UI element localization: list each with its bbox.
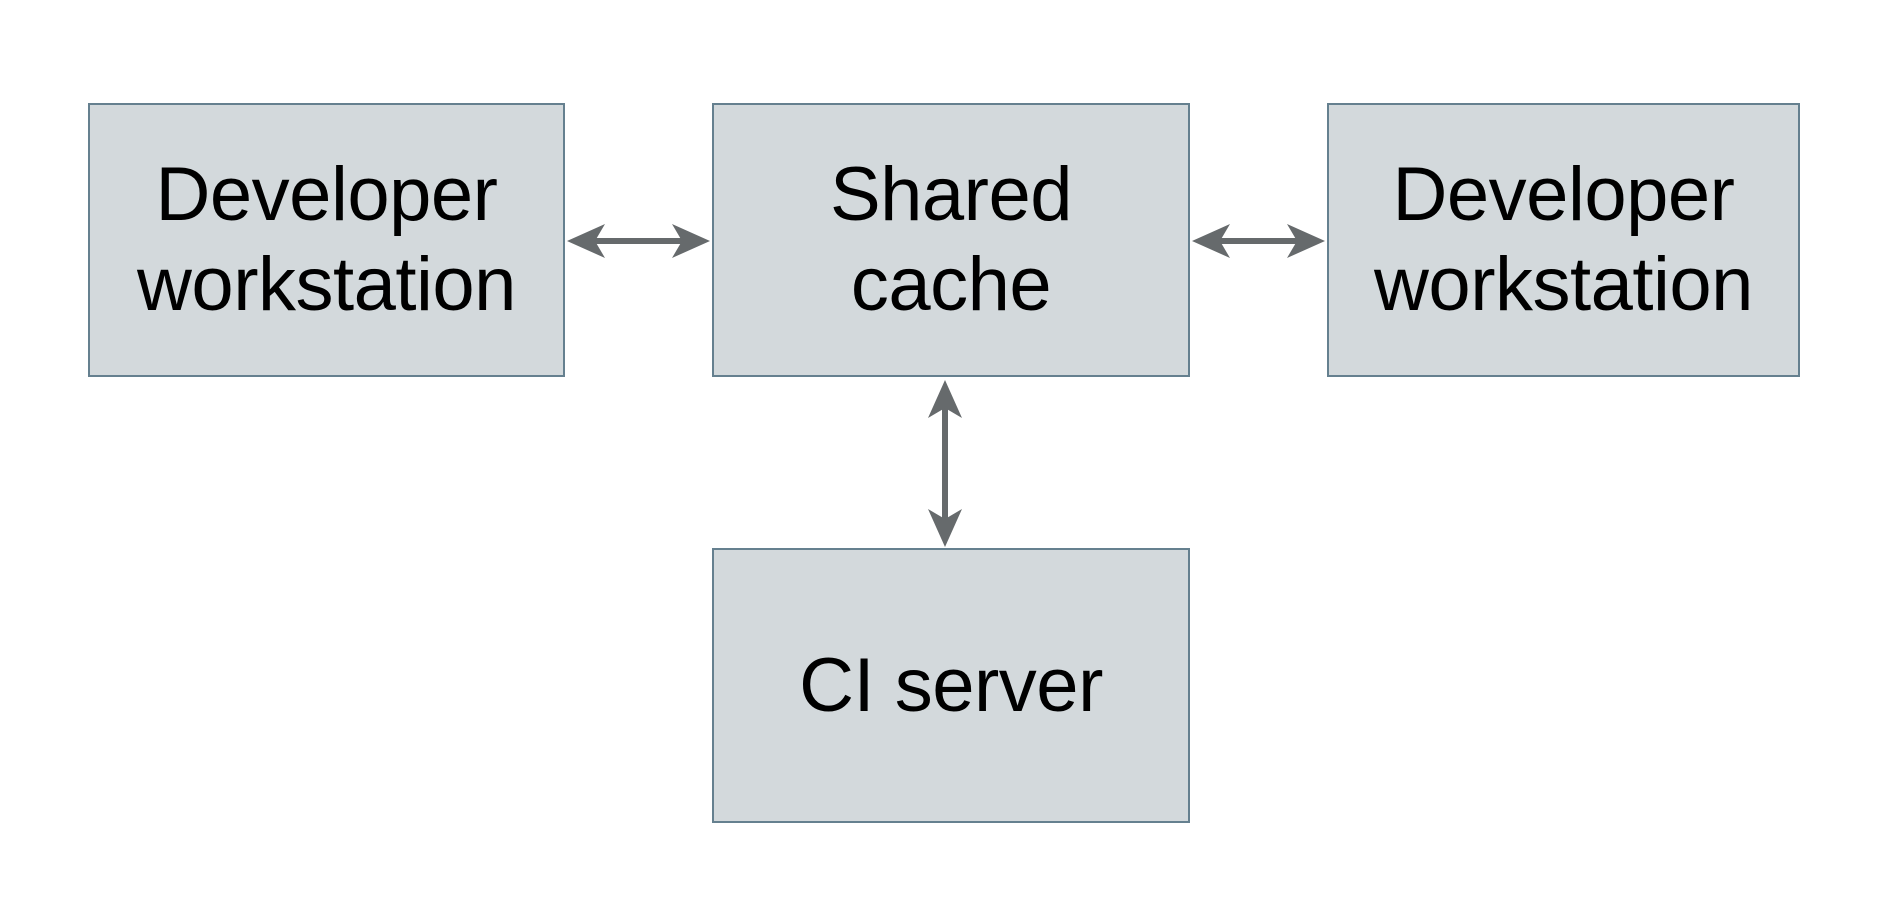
bidirectional-arrow-cache-ci	[928, 380, 962, 547]
node-label-line: Developer	[155, 152, 498, 237]
node-label-line: workstation	[137, 242, 516, 327]
arrowhead-down-icon	[928, 509, 962, 547]
bidirectional-arrow-left-cache	[567, 224, 710, 258]
node-ci-server: CI server	[712, 548, 1190, 823]
arrowhead-up-icon	[928, 380, 962, 418]
node-label-line: workstation	[1374, 242, 1753, 327]
arrowhead-right-icon	[672, 224, 710, 258]
node-shared-cache: Shared cache	[712, 103, 1190, 377]
node-label-line: Developer	[1392, 152, 1735, 237]
node-label-line: Shared	[829, 152, 1073, 237]
arrowhead-left-icon	[1192, 224, 1230, 258]
node-label-line: cache	[850, 242, 1052, 327]
bidirectional-arrow-cache-right	[1192, 224, 1325, 258]
node-label-line: CI server	[799, 642, 1103, 728]
arrowhead-left-icon	[567, 224, 605, 258]
node-developer-workstation-left: Developer workstation	[88, 103, 565, 377]
node-developer-workstation-right: Developer workstation	[1327, 103, 1800, 377]
arrowhead-right-icon	[1287, 224, 1325, 258]
